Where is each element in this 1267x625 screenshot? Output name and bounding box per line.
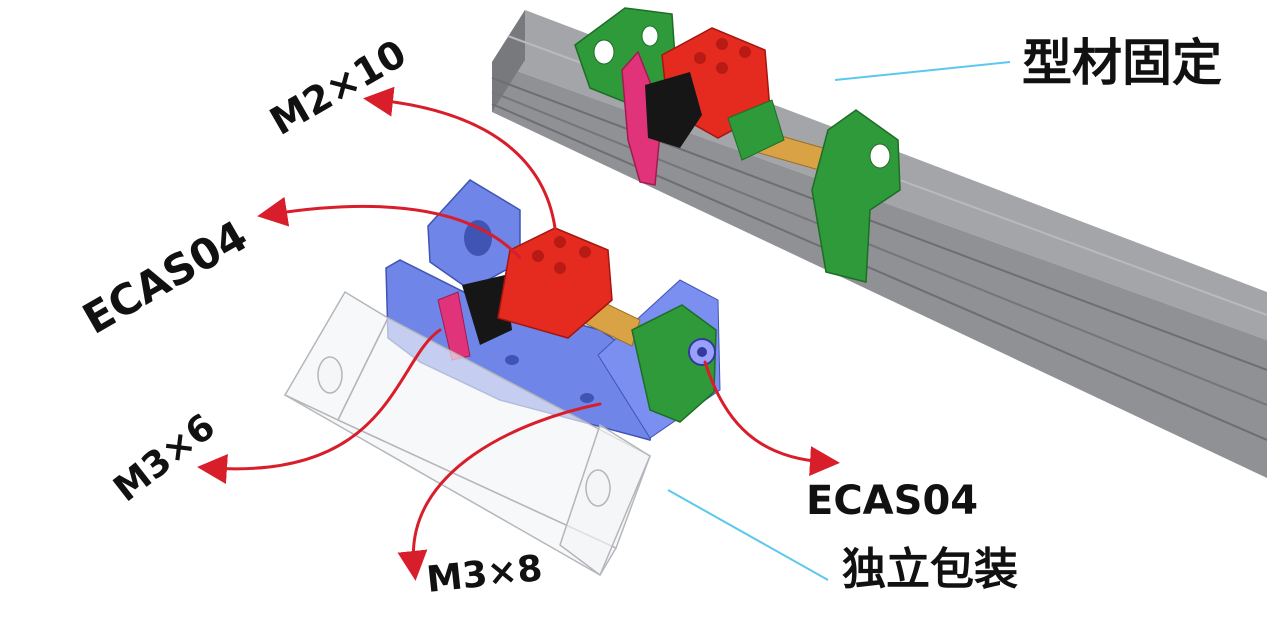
label-ecas04-left: ECAS04 <box>75 211 256 344</box>
label-m3x8: M3×8 <box>425 548 545 601</box>
label-ecas04-right: ECAS04 <box>806 478 978 524</box>
mounted-assembly <box>574 7 901 283</box>
leader-profile-mount <box>834 61 1011 81</box>
leader-standalone-pack <box>667 489 829 581</box>
leader-lines <box>667 61 1011 581</box>
arrow-m3x6 <box>197 328 442 484</box>
label-profile-mount: 型材固定 <box>1022 33 1222 92</box>
arrow-ecas04-left <box>257 196 522 260</box>
arrow-ecas04-right <box>703 360 840 477</box>
green-end-mount <box>631 304 717 423</box>
arrow-m2x10 <box>363 86 557 230</box>
arrow-m3x8 <box>397 402 602 581</box>
label-standalone-pack: 独立包装 <box>842 544 1018 595</box>
transparent-shell <box>283 290 651 577</box>
label-m3x6: M3×6 <box>106 406 223 510</box>
black-switch <box>645 72 702 148</box>
pink-clip <box>621 50 663 186</box>
standalone-assembly <box>283 179 721 577</box>
callout-arrows <box>197 86 840 581</box>
label-m2x10: M2×10 <box>263 31 414 144</box>
